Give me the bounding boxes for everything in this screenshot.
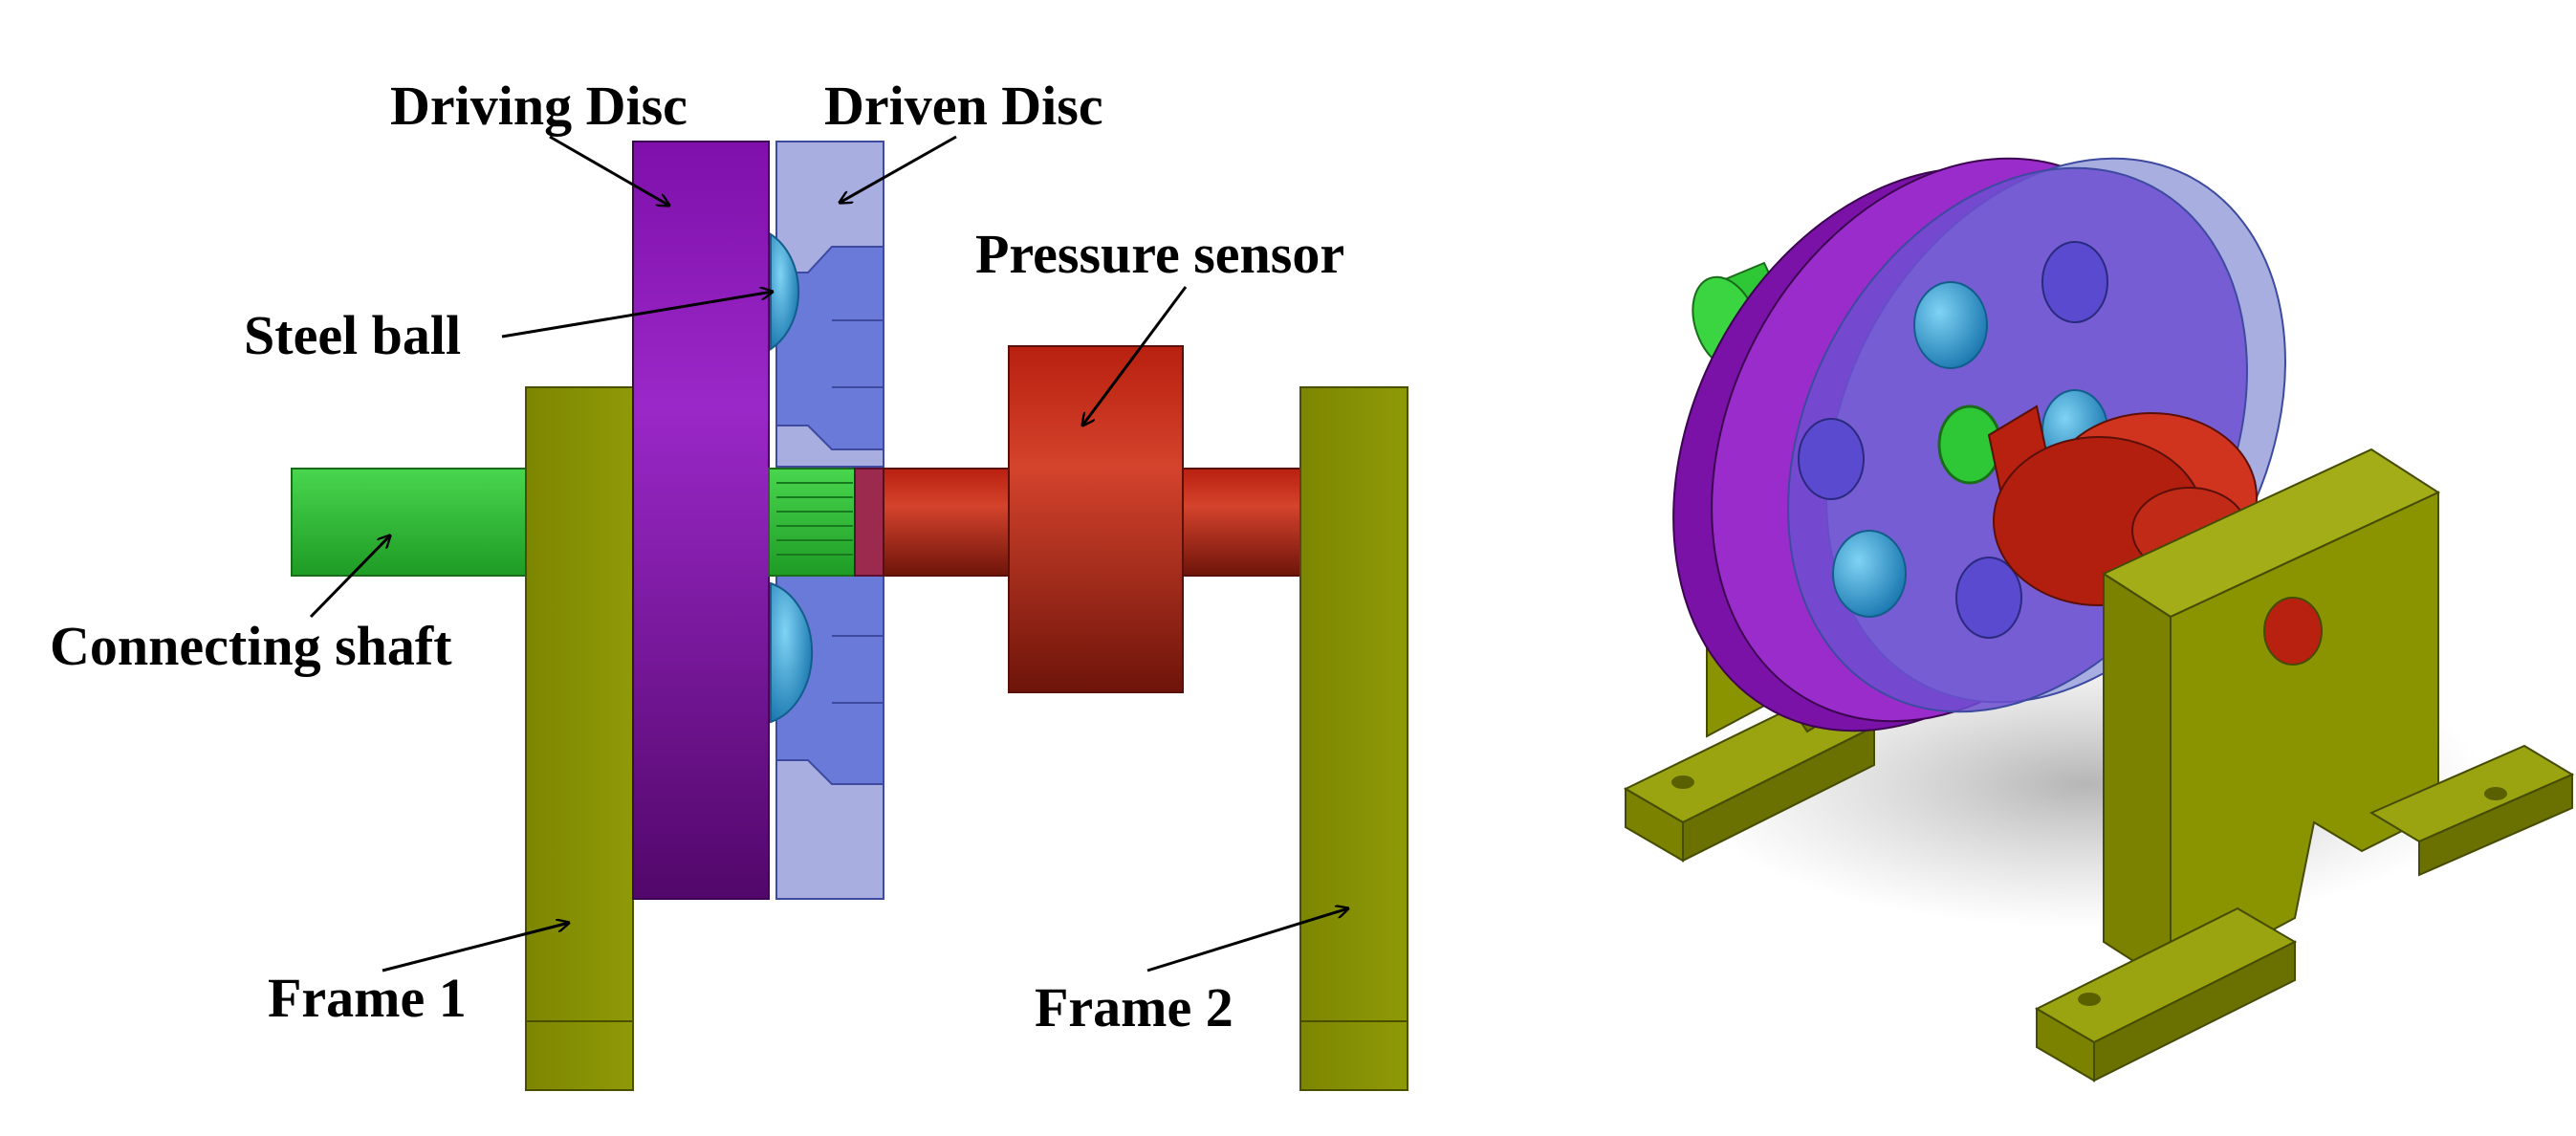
iso-frame-right [2034,448,2575,1082]
leader-arrows [309,135,1348,972]
connecting-shaft [291,468,532,577]
isometric-view [1623,157,2575,1082]
label-pressure-sensor: Pressure sensor [975,223,1344,285]
label-driven-disc: Driven Disc [824,75,1103,137]
pressure-sensor [1008,345,1184,693]
label-connecting-shaft: Connecting shaft [50,615,452,677]
frame-1 [525,386,634,1091]
label-driving-disc: Driving Disc [390,75,688,137]
label-frame-1: Frame 1 [268,967,467,1029]
label-frame-2: Frame 2 [1035,976,1233,1038]
steel-balls [770,232,814,724]
label-steel-ball: Steel ball [244,304,461,366]
front-view: Driving Disc Driven Disc Steel ball Pres… [50,75,1408,1091]
frame-2 [1299,386,1408,1091]
driving-disc [632,141,770,900]
